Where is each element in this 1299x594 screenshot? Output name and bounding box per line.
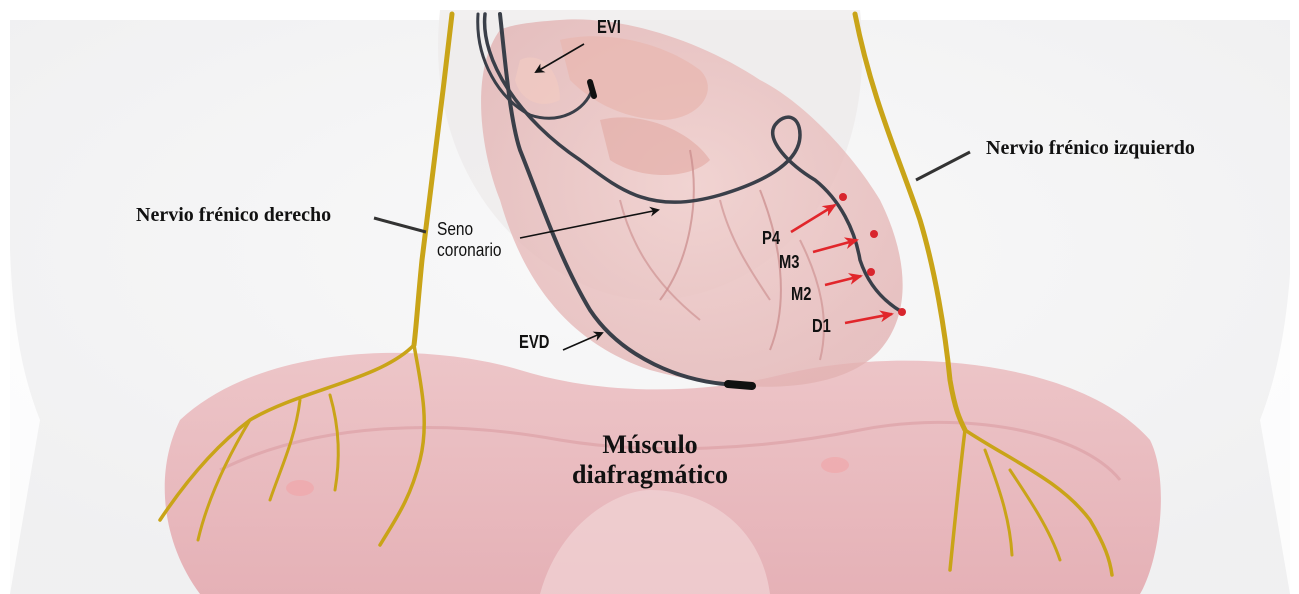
d1-label: D1 <box>812 316 831 337</box>
musculo-line1: Músculo <box>530 430 770 460</box>
electrodo-m3 <box>870 230 878 238</box>
p4-label: P4 <box>762 228 780 249</box>
evd-label: EVD <box>519 332 549 353</box>
nervio-frenico-derecho-label: Nervio frénico derecho <box>136 204 331 227</box>
electrodo-m2 <box>867 268 875 276</box>
seno-coronario-line2: coronario <box>437 240 502 261</box>
musculo-line2: diafragmático <box>530 460 770 490</box>
nervio-frenico-izquierdo-label: Nervio frénico izquierdo <box>986 137 1195 160</box>
electrodo-d1 <box>898 308 906 316</box>
m2-label: M2 <box>791 284 812 305</box>
m3-label: M3 <box>779 252 800 273</box>
seno-coronario-label: Seno coronario <box>437 219 502 261</box>
seno-coronario-line1: Seno <box>437 219 502 240</box>
musculo-diafragmatico-label: Músculo diafragmático <box>530 430 770 490</box>
evi-label: EVI <box>597 17 621 38</box>
electrodo-p4 <box>839 193 847 201</box>
